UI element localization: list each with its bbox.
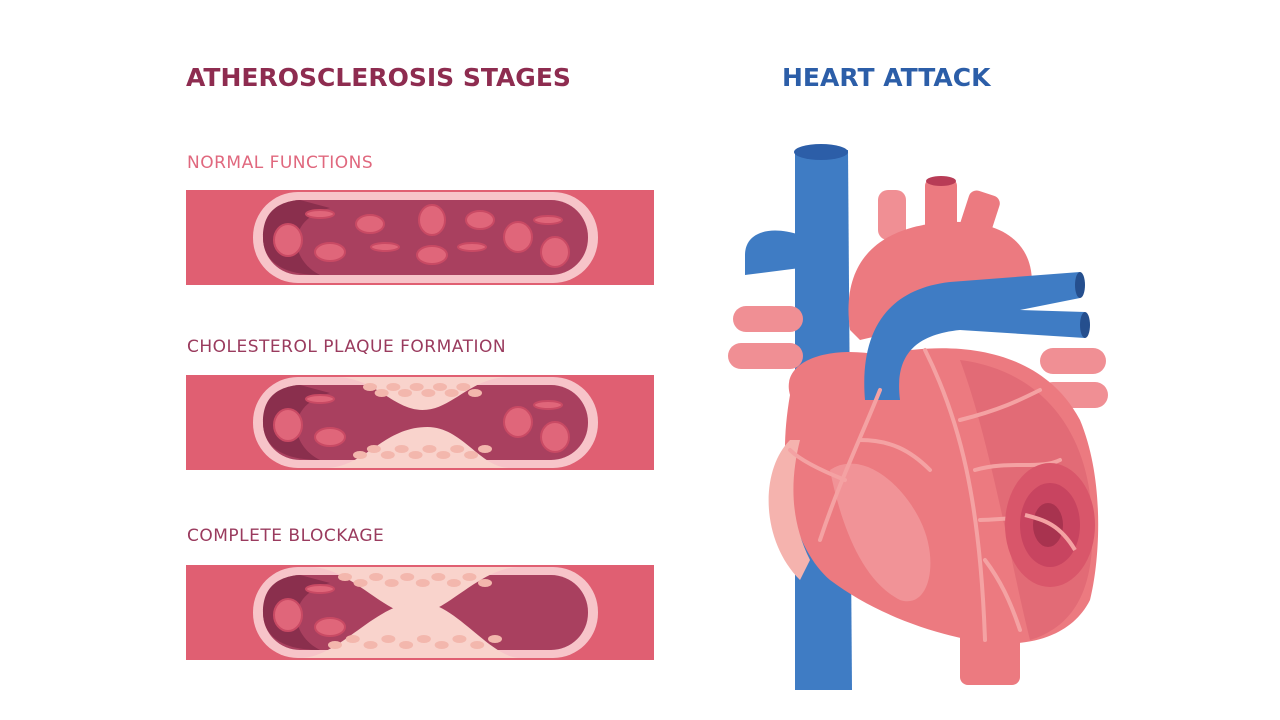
stage-label-normal: NORMAL FUNCTIONS (187, 153, 373, 173)
pulmonary-vein-left-2 (728, 343, 803, 369)
heart-illustration (728, 144, 1108, 690)
plaque-particle (434, 641, 449, 649)
infarct-zone (1005, 463, 1095, 587)
plaque-particle (381, 635, 396, 643)
left-title: ATHEROSCLEROSIS STAGES (186, 63, 571, 92)
plaque-particle (328, 641, 342, 649)
plaque-particle (408, 451, 423, 459)
plaque-particle (444, 389, 459, 397)
red-blood-cell (314, 427, 346, 447)
pulmonary-artery (864, 272, 1085, 400)
artery-stage-1 (186, 190, 654, 285)
plaque-particle (433, 383, 447, 391)
plaque-particle (374, 389, 389, 397)
plaque-particle (452, 635, 467, 643)
plaque-bottom (300, 602, 520, 658)
plaque-particle (363, 641, 378, 649)
red-blood-cell (465, 210, 495, 230)
right-title: HEART ATTACK (782, 63, 992, 92)
plaque-particle (416, 635, 431, 643)
plaque-particle (363, 383, 377, 391)
red-blood-cell (416, 245, 448, 265)
plaque-particle (353, 451, 367, 459)
plaque-particle (462, 573, 477, 581)
red-blood-cell (540, 421, 570, 453)
red-blood-cell (503, 406, 533, 438)
red-blood-cell (305, 394, 335, 404)
plaque-particle (345, 635, 360, 643)
red-blood-cell (418, 204, 446, 236)
stage-label-blockage: COMPLETE BLOCKAGE (187, 526, 384, 546)
vena-cava-opening (794, 144, 848, 160)
plaque-particle (380, 451, 395, 459)
plaque-particle (386, 383, 401, 391)
red-blood-cell (273, 598, 303, 632)
red-blood-cell (370, 242, 400, 252)
red-blood-cell (314, 617, 346, 637)
plaque-particle (409, 383, 424, 391)
plaque-particle (338, 573, 352, 581)
red-blood-cell (305, 209, 335, 219)
plaque-particle (415, 579, 430, 587)
red-blood-cell (305, 584, 335, 594)
plaque-particle (384, 579, 399, 587)
artery-stage-3 (186, 565, 654, 660)
plaque-particle (470, 641, 485, 649)
red-blood-cell (355, 214, 385, 234)
left-vein-branch (745, 230, 800, 275)
red-blood-cell (533, 215, 563, 225)
plaque-particle (431, 573, 446, 581)
plaque-particle (400, 573, 415, 581)
plaque-particle (464, 451, 479, 459)
red-blood-cell (314, 242, 346, 262)
plaque-particle (421, 389, 436, 397)
plaque-particle (446, 579, 461, 587)
red-blood-cell (273, 223, 303, 257)
aortic-branch-1 (878, 190, 906, 240)
red-blood-cell (457, 242, 487, 252)
plaque-particle (399, 641, 414, 649)
pulmonary-vein-left-1 (733, 306, 803, 332)
plaque-particle (369, 573, 384, 581)
red-blood-cell (540, 236, 570, 268)
plaque-particle (478, 579, 492, 587)
pulmonary-vein-right-1 (1040, 348, 1106, 374)
fat-tissue (768, 440, 810, 580)
plaque-particle (353, 579, 368, 587)
plaque-particle (394, 445, 409, 453)
plaque-particle (468, 389, 482, 397)
red-blood-cell (503, 221, 533, 253)
aortic-branch-2 (925, 178, 957, 233)
plaque-particle (398, 389, 412, 397)
plaque-particle (422, 445, 437, 453)
stage-label-plaque: CHOLESTEROL PLAQUE FORMATION (187, 337, 506, 357)
artery-stage-2 (186, 375, 654, 470)
red-blood-cell (273, 408, 303, 442)
plaque-particle (478, 445, 492, 453)
plaque-particle (456, 383, 471, 391)
descending-aorta (960, 630, 1020, 685)
plaque-bottom (325, 427, 510, 468)
plaque-particle (366, 445, 381, 453)
plaque-particle (450, 445, 465, 453)
plaque-particle (488, 635, 502, 643)
right-ventricle-shade (830, 463, 931, 602)
plaque-particle (436, 451, 451, 459)
red-blood-cell (533, 400, 563, 410)
artery-diagrams (186, 190, 654, 660)
